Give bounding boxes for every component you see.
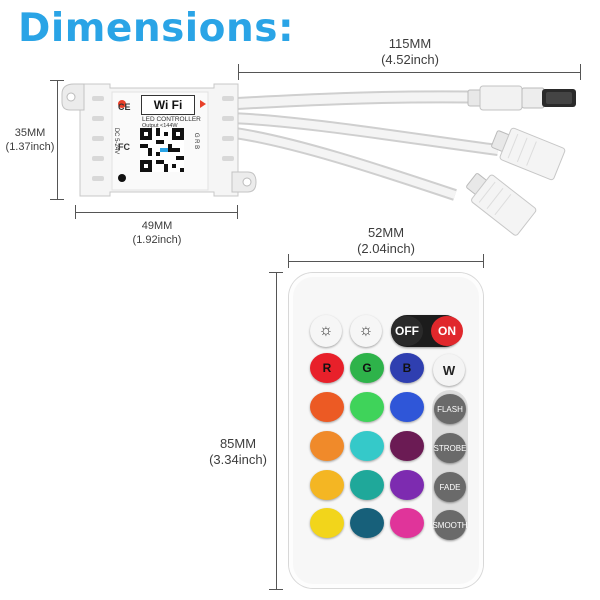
color-button-label: W	[442, 362, 456, 378]
controller-height-tick-top	[50, 80, 64, 81]
mode-button-strobe[interactable]: STROBE	[434, 433, 466, 463]
controller-height-line	[57, 80, 58, 200]
cable-length-inch: (4.52inch)	[381, 52, 439, 67]
led-controller-device: Wi Fi LED CONTROLLER Output <144W DC 5-2…	[0, 0, 600, 260]
color-preset-button[interactable]	[390, 470, 424, 500]
remote-width-line	[288, 261, 484, 262]
remote-height-label: 85MM (3.34inch)	[202, 436, 274, 468]
color-button-label: G	[362, 361, 372, 375]
controller-width-inch: (1.92inch)	[132, 234, 182, 246]
remote-height-mm: 85MM	[219, 436, 257, 451]
cable-length-line	[238, 72, 581, 73]
color-button-label: R	[322, 361, 332, 375]
qr-code-icon	[140, 128, 184, 172]
sun-icon: ☼	[318, 322, 334, 339]
controller-fc-mark: FC	[118, 142, 130, 152]
controller-width-tick-left	[75, 205, 76, 219]
controller-height-mm: 35MM	[14, 127, 46, 139]
sun-icon: ☼	[358, 322, 374, 339]
controller-width-label: 49MM (1.92inch)	[112, 219, 202, 247]
remote-width-label: 52MM (2.04inch)	[336, 225, 436, 257]
controller-subtitle: LED CONTROLLER	[142, 116, 201, 123]
color-preset-button[interactable]	[350, 508, 384, 538]
mode-button-flash[interactable]: FLASH	[434, 394, 466, 424]
mode-button-fade[interactable]: FADE	[434, 472, 466, 502]
on-button[interactable]: ON	[431, 316, 463, 346]
controller-height-inch: (1.37inch)	[5, 141, 55, 153]
controller-width-line	[75, 212, 238, 213]
color-button-g[interactable]: G	[350, 353, 384, 383]
remote-width-tick-left	[288, 254, 289, 268]
cable-length-tick-right	[580, 64, 581, 80]
page-title: Dimensions:	[18, 6, 295, 51]
controller-drawing	[61, 83, 576, 236]
remote-width-mm: 52MM	[367, 225, 405, 240]
controller-pins: G R B	[193, 132, 200, 150]
color-preset-button[interactable]	[310, 470, 344, 500]
cable-length-mm: 115MM	[388, 36, 432, 51]
remote-height-tick-bottom	[269, 589, 283, 590]
brightness-down-button[interactable]: ☼	[310, 315, 342, 347]
remote-height-tick-top	[269, 272, 283, 273]
remote-width-tick-right	[483, 254, 484, 268]
off-button[interactable]: OFF	[391, 316, 423, 346]
controller-height-tick-bottom	[50, 199, 64, 200]
color-preset-button[interactable]	[350, 431, 384, 461]
remote-width-inch: (2.04inch)	[357, 241, 415, 256]
controller-width-tick-right	[237, 205, 238, 219]
color-button-r[interactable]: R	[310, 353, 344, 383]
color-button-w[interactable]: W	[433, 354, 465, 386]
color-preset-button[interactable]	[390, 431, 424, 461]
controller-ce-mark: CE	[118, 102, 131, 112]
color-button-b[interactable]: B	[390, 353, 424, 383]
remote-height-inch: (3.34inch)	[209, 452, 267, 467]
color-preset-button[interactable]	[310, 392, 344, 422]
controller-output: Output <144W	[142, 123, 178, 129]
color-button-label: B	[402, 361, 412, 375]
remote-height-line	[276, 272, 277, 590]
controller-height-label: 35MM (1.37inch)	[2, 126, 58, 154]
color-preset-button[interactable]	[350, 470, 384, 500]
wifi-badge: Wi Fi	[141, 95, 195, 115]
color-preset-button[interactable]	[350, 392, 384, 422]
color-preset-button[interactable]	[390, 392, 424, 422]
color-preset-button[interactable]	[310, 508, 344, 538]
brightness-up-button[interactable]: ☼	[350, 315, 382, 347]
cable-length-tick-left	[238, 64, 239, 80]
color-preset-button[interactable]	[390, 508, 424, 538]
cable-length-label: 115MM (4.52inch)	[360, 36, 460, 68]
controller-width-mm: 49MM	[141, 220, 173, 232]
mode-button-smooth[interactable]: SMOOTH	[432, 510, 468, 540]
color-preset-button[interactable]	[310, 431, 344, 461]
